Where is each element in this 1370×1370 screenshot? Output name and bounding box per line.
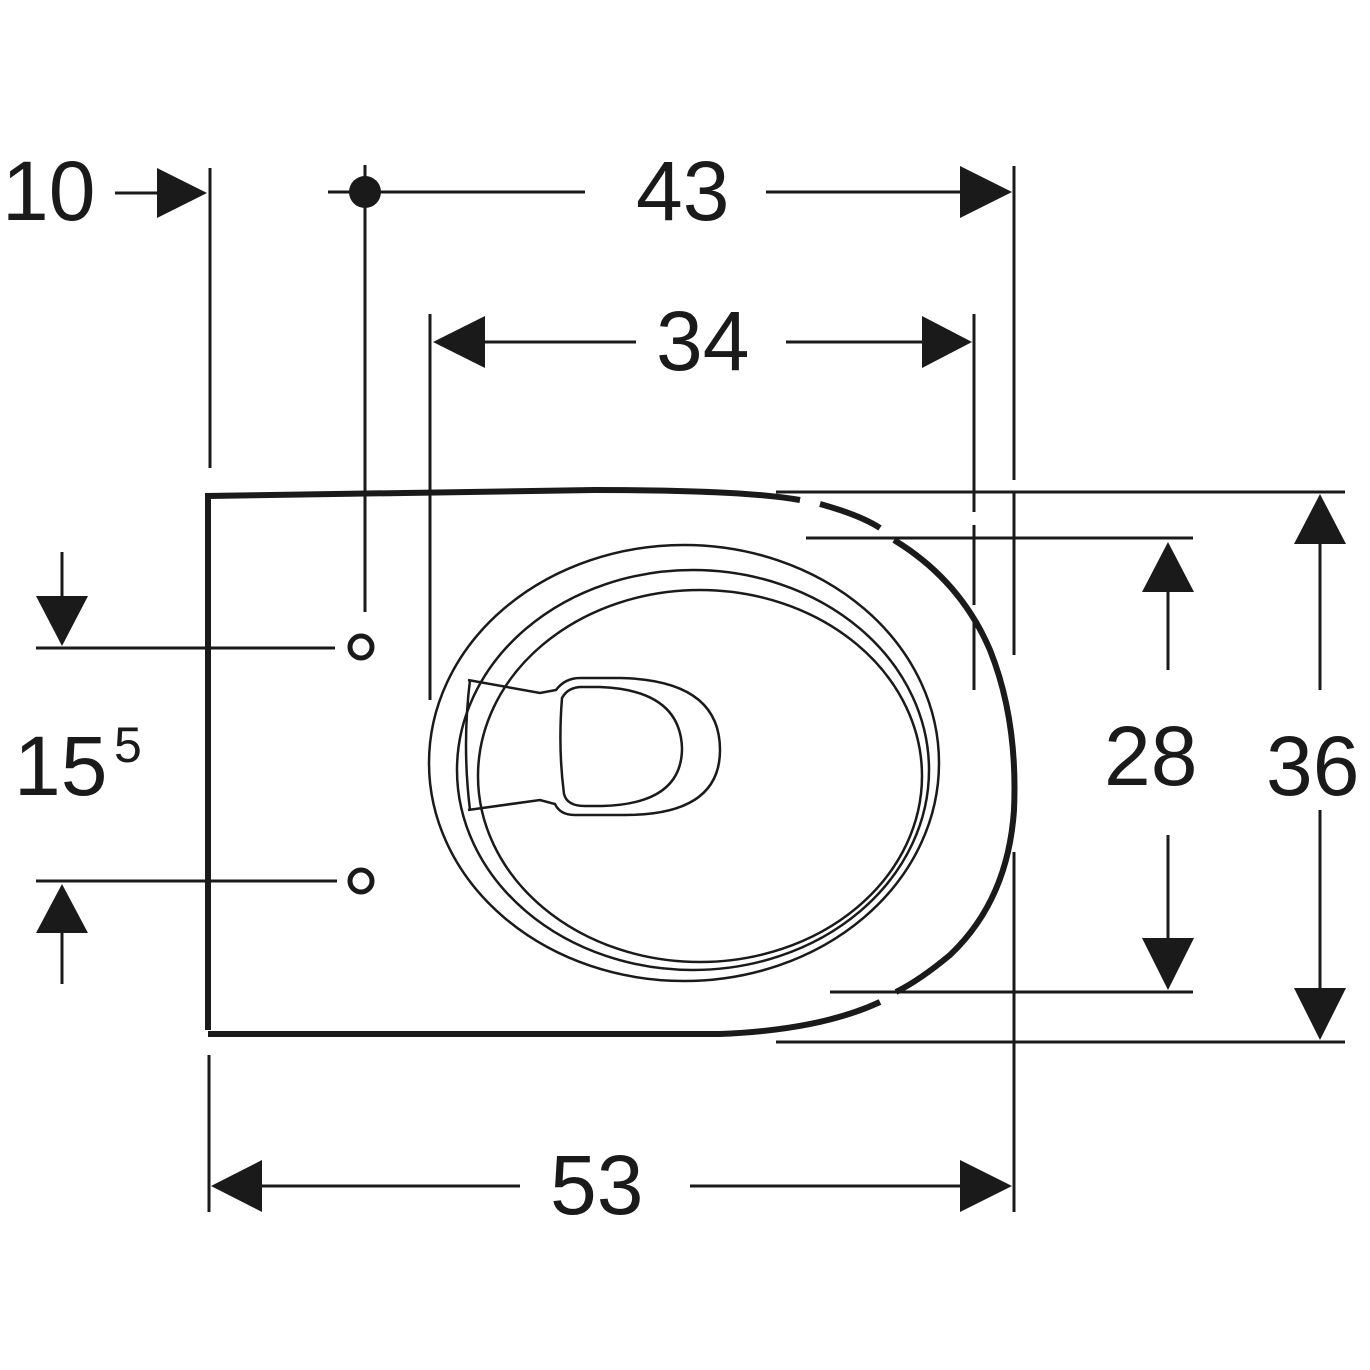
dimension-wall-offset: 10 (2, 144, 207, 238)
dimension-overall-length: 53 (207, 1055, 1012, 1232)
arrow-left-icon (433, 316, 485, 368)
arrow-down-icon (1294, 988, 1346, 1040)
arrow-down-icon (36, 596, 88, 646)
arrow-right-icon (960, 166, 1012, 218)
arrow-up-icon (1294, 494, 1346, 544)
dimension-bowl-opening-length: 34 (428, 294, 976, 700)
bowl-outlet (464, 676, 722, 817)
rim-inner (476, 588, 924, 964)
fixing-hole-upper (347, 633, 375, 661)
dimension-overall-width: 36 (776, 490, 1359, 1044)
arrow-left-icon (211, 1160, 262, 1212)
bowl-rim (427, 543, 941, 983)
dimension-fixing-hole-spacing: 15 5 (14, 552, 375, 984)
arrow-right-icon (960, 1160, 1012, 1212)
wc-outline (205, 486, 1018, 1037)
dimension-label-43: 43 (636, 144, 729, 238)
arrow-down-icon (1142, 938, 1194, 990)
dimension-label-15: 15 (14, 719, 107, 813)
dimension-label-36: 36 (1266, 719, 1359, 813)
rim-middle (455, 568, 931, 972)
dimension-label-10: 10 (2, 144, 95, 238)
dimension-label-34: 34 (656, 294, 749, 388)
fixing-hole-lower (347, 867, 375, 895)
dimension-label-28: 28 (1104, 709, 1197, 803)
dimension-label-superscript: 5 (114, 717, 142, 773)
arrow-right-icon (922, 316, 972, 368)
arrow-up-icon (1142, 542, 1194, 592)
arrow-up-icon (36, 884, 88, 933)
arrow-right-icon (157, 168, 207, 218)
dimension-fixing-to-front: 43 (328, 144, 1016, 612)
rim-outer (427, 543, 941, 983)
dimension-bowl-opening-width: 28 (806, 536, 1197, 994)
dimension-label-53: 53 (550, 1138, 643, 1232)
